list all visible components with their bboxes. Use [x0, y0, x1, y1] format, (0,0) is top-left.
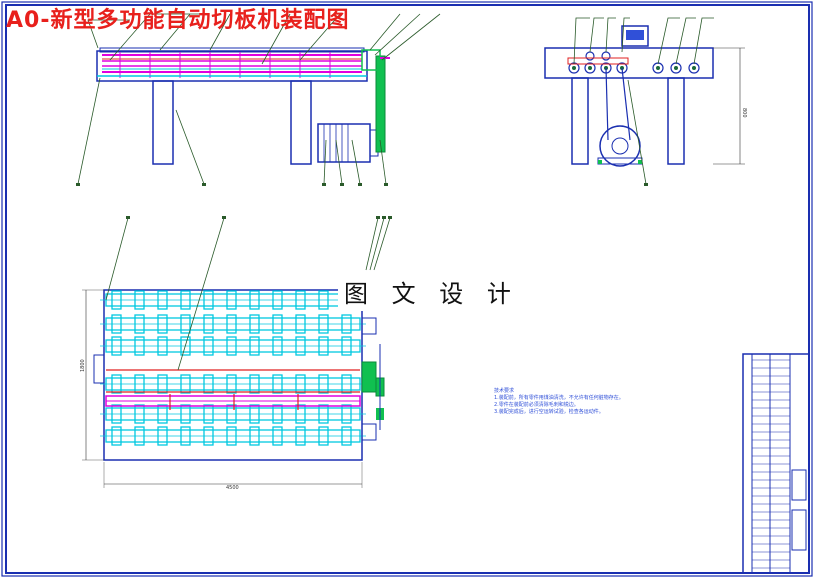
technical-requirement-item: 2.零件在装配前必须清除毛刺和锐边。: [494, 402, 579, 408]
technical-requirements: 技术要求 1.装配前，所有零件用煤油清洗，不允许有任何脏物存在。 2.零件在装配…: [494, 388, 624, 416]
front-view: [76, 13, 441, 186]
length-dimension: 4500: [226, 485, 239, 491]
inner-border: [5, 4, 810, 574]
drawing-title: A0-新型多功能自动切板机装配图: [6, 8, 350, 33]
width-dimension: 1800: [80, 359, 86, 372]
height-dimension: 800: [741, 108, 747, 118]
technical-requirements-heading: 技术要求: [494, 388, 515, 394]
title-block: [742, 353, 810, 574]
plan-view: 1800 4500: [80, 216, 392, 491]
technical-requirement-item: 1.装配前，所有零件用煤油清洗，不允许有任何脏物存在。: [494, 395, 624, 401]
watermark-text: 图 文 设 计: [338, 272, 525, 311]
technical-requirement-item: 3.装配完成后，进行空运转试验，检查各运动件。: [494, 409, 604, 415]
side-view: 800: [544, 17, 747, 186]
